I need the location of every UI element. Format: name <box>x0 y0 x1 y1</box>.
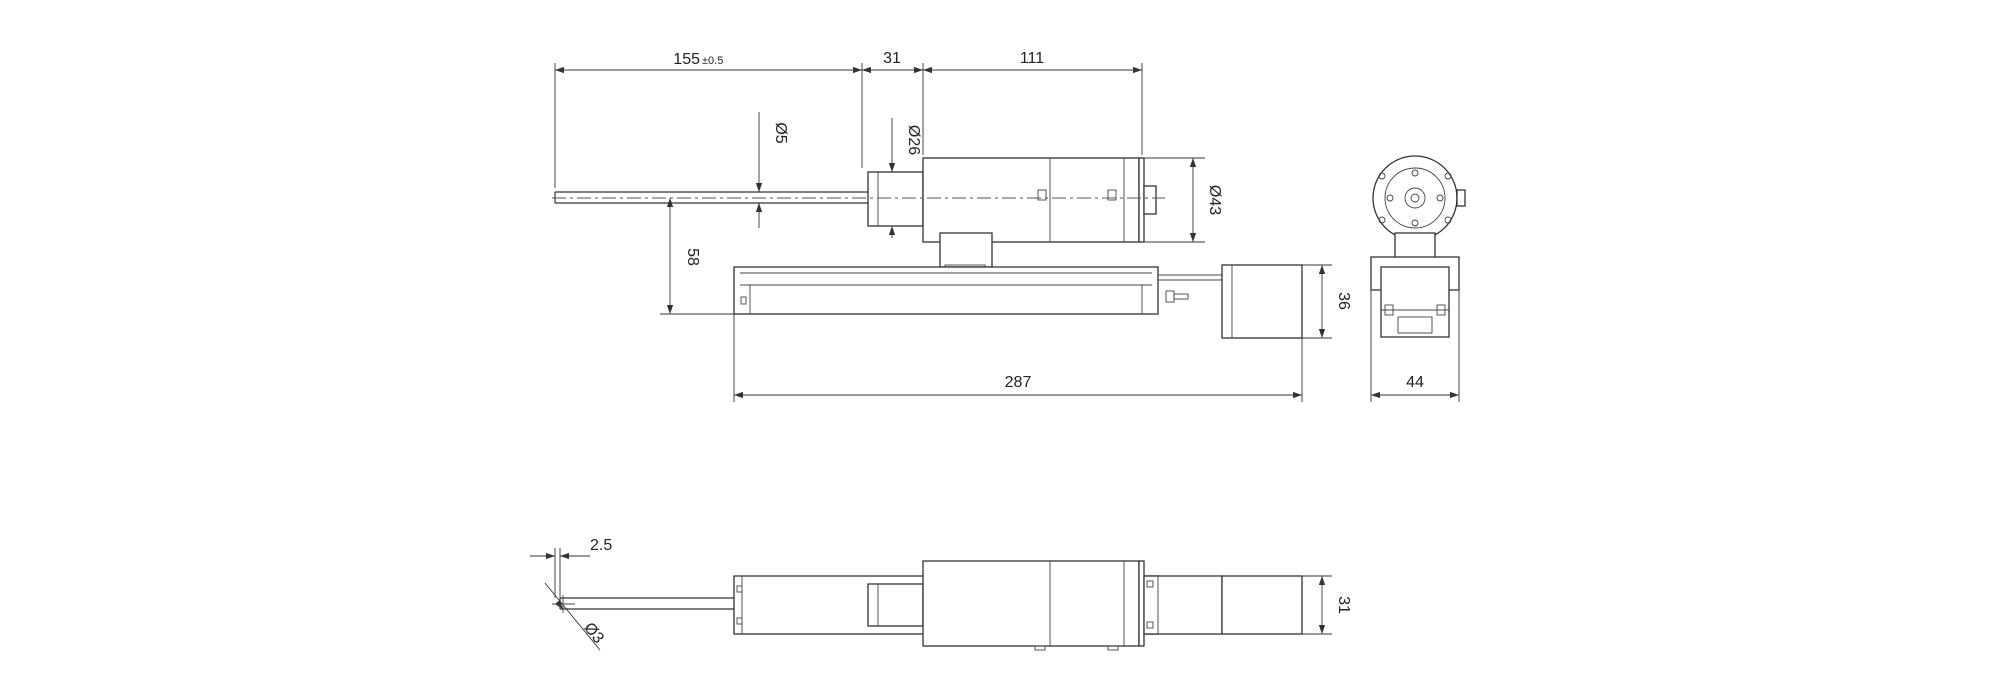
axis-height-label: 58 <box>684 248 701 266</box>
dim-gearbox-width: 31 <box>1302 575 1352 635</box>
top-collar <box>867 583 924 627</box>
dim-collar-length: 31 <box>862 50 924 155</box>
gearbox-height-label: 36 <box>1335 292 1352 310</box>
collar-length-label: 31 <box>883 50 901 67</box>
dim-collar-diameter: Ø26 <box>888 118 922 238</box>
overall-length-label: 287 <box>1005 374 1032 391</box>
piston-rod <box>554 191 868 204</box>
dim-axis-height: 58 <box>660 198 734 315</box>
motor-body <box>922 157 1157 243</box>
dim-motor-diameter: Ø43 <box>1144 157 1223 243</box>
dim-motor-length: 111 <box>923 50 1143 155</box>
top-view: 2.5 Ø3 31 <box>530 537 1352 651</box>
dim-rod-diameter: Ø5 <box>755 112 789 228</box>
end-view-rail <box>1370 256 1460 338</box>
stroke-length-label: 155 <box>673 51 700 68</box>
rod-diameter-label: Ø5 <box>772 122 789 143</box>
dim-overall-length: 287 <box>733 314 1303 402</box>
collar-diameter-label: Ø26 <box>905 125 922 155</box>
tip-offset-label: 2.5 <box>590 537 612 554</box>
top-gearbox <box>1143 575 1303 635</box>
gear-box <box>1221 264 1303 339</box>
collar <box>867 171 924 227</box>
linear-rail <box>733 266 1222 315</box>
dim-tip-diameter: Ø3 <box>544 582 607 651</box>
end-view: 44 <box>1370 155 1466 402</box>
dim-gearbox-height: 36 <box>1302 264 1352 339</box>
dim-end-width: 44 <box>1370 290 1460 402</box>
tip-diameter-label: Ø3 <box>580 620 607 647</box>
gearbox-width-label: 31 <box>1335 596 1352 614</box>
top-motor <box>922 560 1145 651</box>
side-view: 155 ±0.5 31 111 Ø5 Ø26 <box>552 50 1352 402</box>
motor-diameter-label: Ø43 <box>1206 185 1223 215</box>
end-width-label: 44 <box>1406 374 1424 391</box>
stroke-tolerance-label: ±0.5 <box>702 55 723 67</box>
dim-tip-offset: 2.5 <box>530 537 612 598</box>
motor-length-label: 111 <box>1020 50 1044 67</box>
dim-stroke: 155 ±0.5 <box>554 51 863 188</box>
